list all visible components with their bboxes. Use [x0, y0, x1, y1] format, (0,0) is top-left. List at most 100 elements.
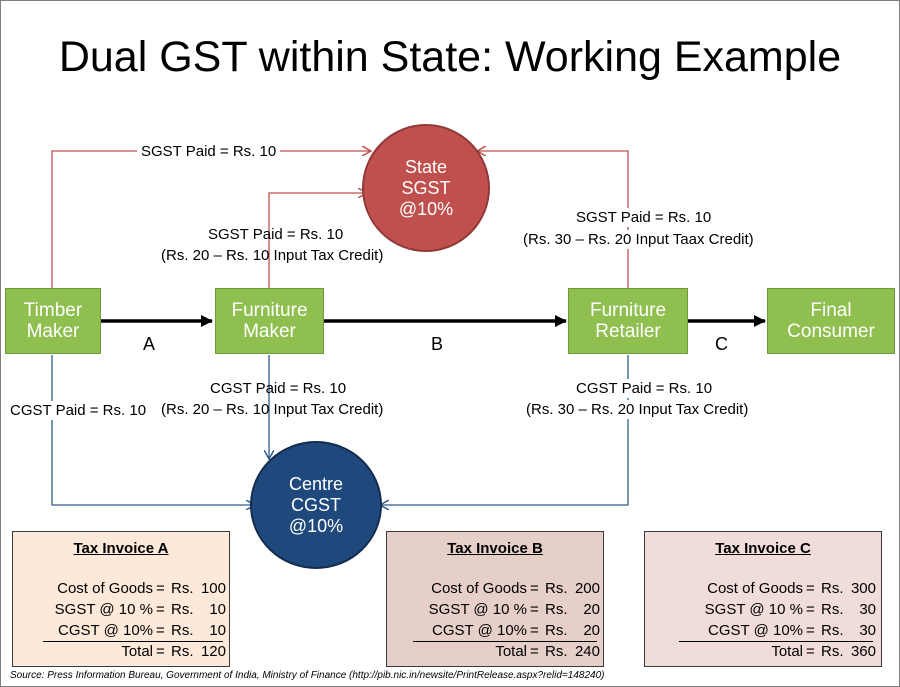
sgst-label-maker-2: (Rs. 20 – Rs. 10 Input Tax Credit) [161, 247, 384, 264]
cgst-label-maker-1: CGST Paid = Rs. 10 [210, 380, 347, 397]
row-value: 30 [859, 622, 876, 639]
invoice-row: Cost of Goods = Rs. 300 [663, 580, 899, 600]
row-eq: = [806, 580, 815, 597]
total-rule [413, 641, 597, 642]
row-currency: Rs. [821, 580, 844, 597]
row-value: 10 [209, 622, 226, 639]
row-currency: Rs. [171, 580, 194, 597]
row-currency: Rs. [821, 622, 844, 639]
cgst-label-retailer-2: (Rs. 30 – Rs. 20 Input Tax Credit) [526, 400, 749, 419]
row-eq: = [156, 622, 165, 639]
cgst-label-maker-2: (Rs. 20 – Rs. 10 Input Tax Credit) [161, 401, 384, 418]
row-currency: Rs. [545, 643, 568, 660]
sgst-line-timber [51, 151, 370, 288]
row-eq: = [530, 643, 539, 660]
tax-invoice-c: Tax Invoice C Cost of Goods = Rs. 300 SG… [644, 531, 882, 667]
state-sgst-label: State SGST @10% [398, 156, 454, 219]
row-currency: Rs. [171, 622, 194, 639]
row-value: 240 [574, 643, 600, 660]
invoice-title: Tax Invoice B [447, 540, 543, 557]
row-value: 200 [574, 580, 600, 597]
row-label: SGST @ 10 % [428, 601, 527, 618]
total-rule [679, 641, 873, 642]
cgst-label-retailer-1: CGST Paid = Rs. 10 [576, 379, 713, 398]
row-currency: Rs. [821, 643, 844, 660]
sgst-label-maker-1: SGST Paid = Rs. 10 [208, 226, 344, 243]
tax-invoice-a: Tax Invoice A Cost of Goods = Rs. 100 SG… [12, 531, 230, 667]
invoice-title: Tax Invoice A [73, 540, 169, 557]
row-label: Cost of Goods [57, 580, 153, 597]
row-eq: = [530, 601, 539, 618]
sgst-label-timber: SGST Paid = Rs. 10 [137, 142, 281, 161]
node-furniture-retailer-label: Furniture Retailer [589, 300, 667, 342]
segment-label-a: A [143, 334, 156, 354]
node-final-consumer: Final Consumer [767, 288, 895, 354]
row-eq: = [806, 643, 815, 660]
row-value: 100 [200, 580, 226, 597]
centre-cgst-label: Centre CGST @10% [288, 473, 344, 536]
invoice-row: SGST @ 10 % = Rs. 30 [663, 601, 899, 621]
state-sgst-circle: State SGST @10% [362, 124, 490, 252]
sgst-line-maker [268, 193, 366, 288]
row-value: 300 [850, 580, 876, 597]
row-value: 120 [200, 643, 226, 660]
row-label: Cost of Goods [707, 580, 803, 597]
invoice-row: Cost of Goods = Rs. 100 [13, 580, 229, 600]
row-value: 30 [859, 601, 876, 618]
row-label: CGST @ 10% [708, 622, 803, 639]
invoice-title: Tax Invoice C [715, 540, 811, 557]
row-label: Total [771, 643, 803, 660]
invoice-row: CGST @ 10% = Rs. 10 [13, 622, 229, 642]
invoice-row: Cost of Goods = Rs. 200 [387, 580, 603, 600]
row-eq: = [156, 643, 165, 660]
row-value: 20 [583, 601, 600, 618]
page-title: Dual GST within State: Working Example [58, 33, 842, 81]
sgst-label-retailer-2: (Rs. 30 – Rs. 20 Input Taax Credit) [523, 230, 754, 249]
invoice-row: Total = Rs. 120 [13, 643, 229, 663]
row-value: 10 [209, 601, 226, 618]
node-final-consumer-label: Final Consumer [787, 300, 875, 342]
source-note: Source: Press Information Bureau, Govern… [10, 670, 605, 681]
row-value: 20 [583, 622, 600, 639]
row-eq: = [530, 580, 539, 597]
row-label: Total [495, 643, 527, 660]
segment-label-b: B [431, 334, 444, 354]
node-timber-maker: Timber Maker [5, 288, 101, 354]
row-currency: Rs. [171, 601, 194, 618]
total-rule [43, 641, 223, 642]
row-eq: = [156, 601, 165, 618]
cgst-line-retailer [381, 355, 629, 505]
row-label: Total [121, 643, 153, 660]
row-currency: Rs. [545, 580, 568, 597]
row-currency: Rs. [545, 601, 568, 618]
cgst-line-timber [51, 355, 254, 505]
row-currency: Rs. [821, 601, 844, 618]
row-eq: = [156, 580, 165, 597]
node-furniture-maker-label: Furniture Maker [231, 300, 308, 342]
row-eq: = [806, 622, 815, 639]
row-currency: Rs. [171, 643, 194, 660]
invoice-row: Total = Rs. 240 [387, 643, 603, 663]
row-label: Cost of Goods [431, 580, 527, 597]
cgst-label-timber: CGST Paid = Rs. 10 [10, 401, 147, 420]
row-eq: = [530, 622, 539, 639]
row-currency: Rs. [545, 622, 568, 639]
centre-cgst-circle: Centre CGST @10% [250, 441, 382, 569]
sgst-label-retailer-1: SGST Paid = Rs. 10 [576, 208, 712, 227]
row-value: 360 [850, 643, 876, 660]
invoice-row: Total = Rs. 360 [663, 643, 899, 663]
invoice-row: CGST @ 10% = Rs. 30 [663, 622, 899, 642]
node-furniture-retailer: Furniture Retailer [568, 288, 688, 354]
row-label: CGST @ 10% [58, 622, 153, 639]
node-furniture-maker: Furniture Maker [215, 288, 324, 354]
row-eq: = [806, 601, 815, 618]
invoice-row: SGST @ 10 % = Rs. 20 [387, 601, 603, 621]
tax-invoice-b: Tax Invoice B Cost of Goods = Rs. 200 SG… [386, 531, 604, 667]
row-label: SGST @ 10 % [704, 601, 803, 618]
invoice-row: CGST @ 10% = Rs. 20 [387, 622, 603, 642]
row-label: SGST @ 10 % [54, 601, 153, 618]
invoice-row: SGST @ 10 % = Rs. 10 [13, 601, 229, 621]
segment-label-c: C [715, 334, 728, 354]
row-label: CGST @ 10% [432, 622, 527, 639]
node-timber-maker-label: Timber Maker [23, 300, 83, 342]
